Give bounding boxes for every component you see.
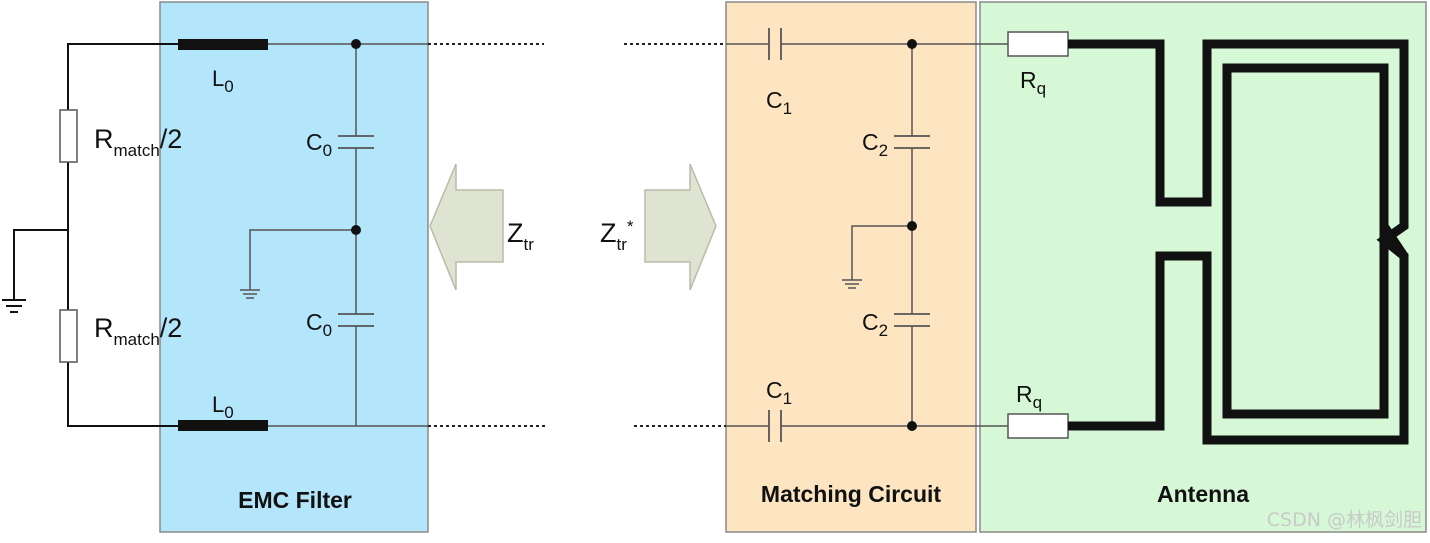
label-c2-bottom: C2 [862,309,888,340]
label-rmatch-top: Rmatch/2 [94,124,182,160]
ground-symbol-left [2,299,26,313]
emc-filter-block [159,1,429,533]
emc-filter-wires [249,43,428,427]
ground-symbol-emc [240,289,260,299]
resistor-rq-bottom [1007,413,1069,439]
node-emc-mid [351,225,361,235]
arrow-z-tr [429,163,504,291]
label-z-tr: Ztr [507,218,534,254]
node-emc-top [351,39,361,49]
antenna-coil [1068,39,1409,445]
dotted-links [428,43,726,427]
label-l0-top: L0 [212,66,234,96]
label-c2-top: C2 [862,129,888,160]
capacitor-c1-bottom [768,410,782,442]
capacitor-c0-bottom [338,313,374,327]
capacitor-c0-top [338,135,374,149]
label-rq-top: Rq [1020,67,1046,98]
resistor-rmatch-bottom [59,309,78,363]
label-l0-bottom: L0 [212,392,234,422]
label-z-tr-conj: Ztr* [600,217,634,254]
label-rq-bottom: Rq [1016,381,1042,412]
inductor-l0-bottom [178,420,268,431]
node-match-mid [907,221,917,231]
label-c1-top: C1 [766,87,792,118]
antenna-title: Antenna [1157,481,1249,507]
arrow-z-tr-conj [644,163,717,291]
matching-circuit-block [725,1,977,533]
node-match-top [907,39,917,49]
inductor-l0-top [178,39,268,50]
watermark: CSDN @林枫剑胆 [1267,509,1422,531]
matching-circuit-title: Matching Circuit [761,481,942,507]
node-match-bottom [907,421,917,431]
resistor-rq-top [1007,31,1069,57]
label-c0-top: C0 [306,129,332,160]
capacitor-c2-top [894,135,930,149]
capacitor-c2-bottom [894,313,930,327]
label-c0-bottom: C0 [306,309,332,340]
capacitor-c1-top [768,28,782,60]
emc-filter-title: EMC Filter [238,487,352,513]
ground-symbol-matching [842,279,862,289]
label-c1-bottom: C1 [766,377,792,408]
source-network [13,43,178,427]
label-rmatch-bottom: Rmatch/2 [94,313,182,349]
resistor-rmatch-top [59,109,78,163]
